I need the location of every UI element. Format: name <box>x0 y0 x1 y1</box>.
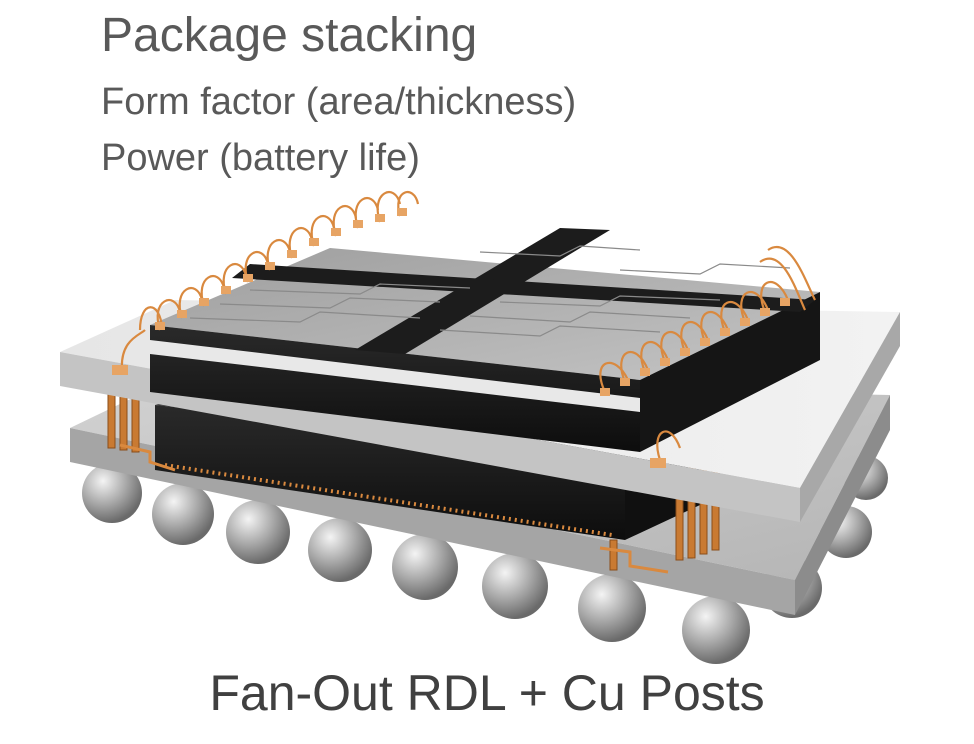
wire-bond-icon <box>700 310 730 343</box>
wire-bond-icon <box>222 263 248 295</box>
wire-bond-icon <box>740 290 770 323</box>
solder-ball-icon <box>82 463 142 523</box>
top-die <box>150 228 820 452</box>
wire-bond-icon <box>640 340 670 373</box>
bullet-power: Power (battery life) <box>101 137 420 179</box>
wire-bond-icon <box>310 215 336 247</box>
rdl-traces <box>119 443 669 574</box>
solder-ball-icon <box>392 534 458 600</box>
wire-bonds-left <box>120 191 420 371</box>
wire-bond-icon <box>266 239 292 271</box>
wire-bond-icon <box>680 320 710 353</box>
bullet-form-factor: Form factor (area/thickness) <box>101 81 577 123</box>
bond-pads-left <box>112 208 407 375</box>
solder-ball-icon <box>308 518 372 582</box>
solder-ball-icon <box>578 574 646 642</box>
wire-bond-icon <box>760 280 790 313</box>
solder-ball-icon <box>482 553 548 619</box>
wire-bond-icon <box>660 330 690 363</box>
wire-bond-icon <box>244 251 270 283</box>
page-title: Package stacking <box>101 9 478 62</box>
wire-bond-icon <box>288 227 314 259</box>
bond-pads-right <box>600 298 790 468</box>
wire-bond-icon <box>599 361 629 393</box>
wire-bond-icon <box>354 197 380 229</box>
solder-ball-icon <box>152 483 214 545</box>
solder-ball-icon <box>682 596 750 664</box>
wire-bond-icon <box>767 246 816 301</box>
wire-bond-icon <box>200 275 226 307</box>
solder-ball-icon <box>226 500 290 564</box>
diagram-caption: Fan-Out RDL + Cu Posts <box>209 665 765 721</box>
wire-bonds-right <box>599 246 816 461</box>
wire-bond-icon <box>759 257 807 311</box>
wire-bond-icon <box>178 287 204 319</box>
wire-bond-icon <box>156 299 182 331</box>
cu-post-icon <box>609 539 618 571</box>
wire-bond-icon <box>332 205 358 237</box>
wire-bond-icon <box>376 191 402 223</box>
wire-bond-icon <box>720 300 750 333</box>
wire-bond-icon <box>620 350 650 383</box>
